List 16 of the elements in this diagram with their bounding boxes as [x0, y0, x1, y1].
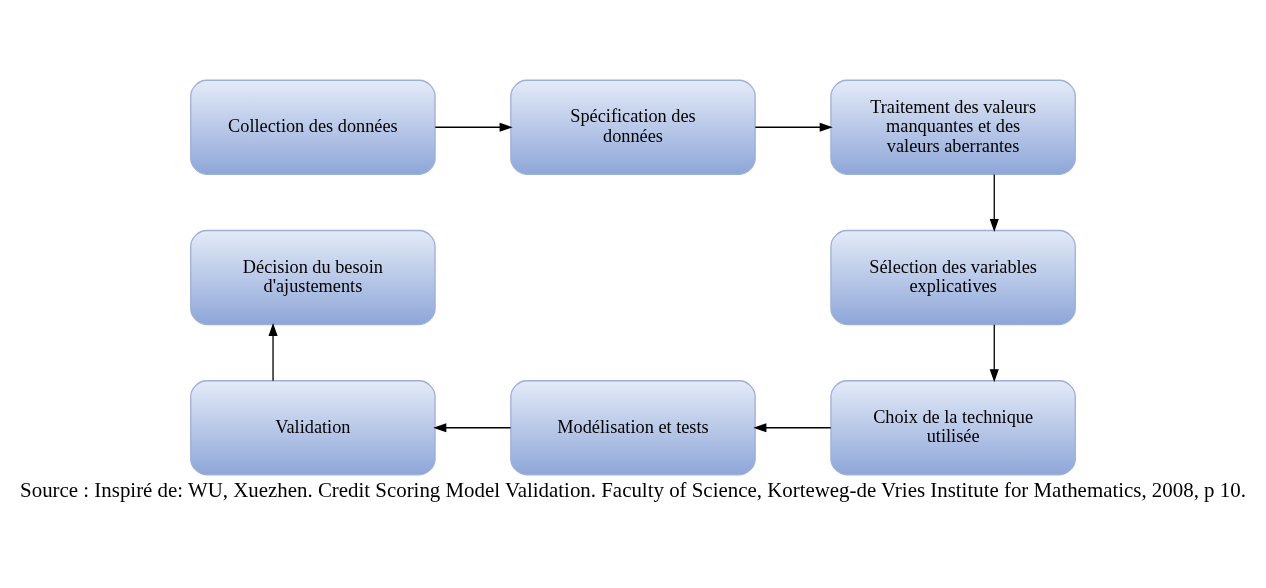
- arrow: [268, 322, 278, 381]
- arrow: [754, 122, 833, 132]
- arrow: [989, 173, 999, 232]
- node-box: Choix de la technique utilisée: [830, 379, 1076, 475]
- node-box: Modélisation et tests: [510, 379, 756, 475]
- arrow: [989, 323, 999, 382]
- node-box: Sélection des variables explicatives: [830, 229, 1076, 325]
- node-box: Collection des données: [190, 79, 436, 175]
- arrow: [753, 422, 832, 432]
- node-box: Décision du besoin d'ajustements: [190, 229, 436, 325]
- arrow: [433, 422, 512, 432]
- arrow: [434, 122, 513, 132]
- caption: Source : Inspiré de: WU, Xuezhen. Credit Scoring Model Validation. Faculty of Science, Korteweg-de Vries Institute for Mathematics, 2008, p 10.: [20, 477, 1246, 502]
- node-box: Spécification des données: [510, 79, 756, 175]
- node-box: Validation: [190, 379, 436, 475]
- node-box: Traitement des valeurs manquantes et des valeurs aberrantes: [830, 79, 1076, 175]
